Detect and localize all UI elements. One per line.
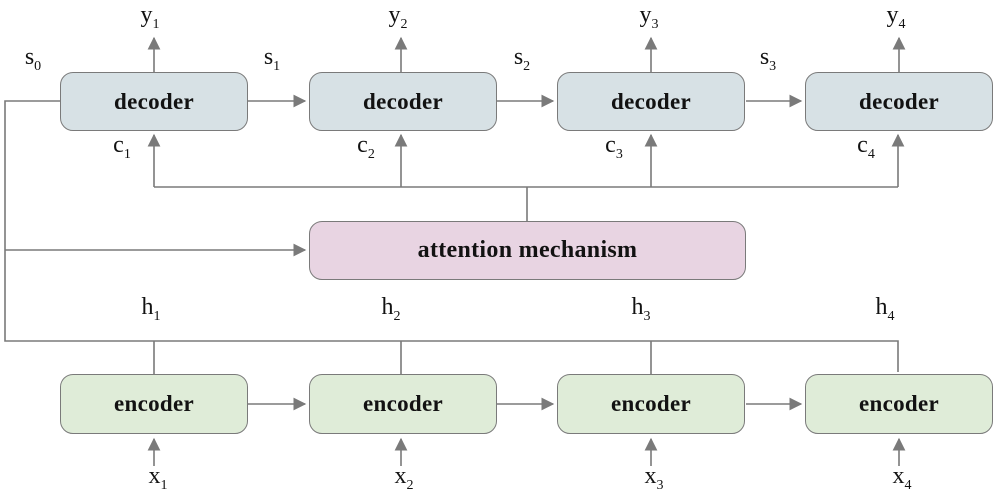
label-h4: h4 bbox=[875, 294, 895, 324]
decoder-box-2: decoder bbox=[309, 72, 497, 131]
label-x3: x3 bbox=[644, 463, 664, 493]
label-s1: s1 bbox=[263, 44, 281, 74]
attention-box-label: attention mechanism bbox=[417, 237, 638, 263]
label-c4: c4 bbox=[857, 132, 875, 162]
label-h1: h1 bbox=[141, 294, 161, 324]
encoder-box-label: encoder bbox=[113, 391, 195, 416]
encoder-box-4: encoder bbox=[805, 374, 993, 434]
decoder-box-1: decoder bbox=[60, 72, 248, 131]
label-y1: y1 bbox=[140, 2, 160, 32]
label-y3: y3 bbox=[639, 2, 659, 32]
label-x1: x1 bbox=[148, 463, 168, 493]
decoder-box-label: decoder bbox=[113, 88, 195, 114]
encoder-box-3: encoder bbox=[557, 374, 745, 434]
attention-mechanism-box: attention mechanism bbox=[309, 221, 746, 280]
decoder-box-4: decoder bbox=[805, 72, 993, 131]
label-c3: c3 bbox=[605, 132, 623, 162]
label-s2: s2 bbox=[513, 44, 531, 74]
decoder-box-3: decoder bbox=[557, 72, 745, 131]
label-h3: h3 bbox=[631, 294, 651, 324]
label-s0: s0 bbox=[24, 44, 42, 74]
encoder-box-label: encoder bbox=[610, 391, 692, 416]
label-s3: s3 bbox=[759, 44, 777, 74]
decoder-box-label: decoder bbox=[610, 88, 692, 114]
label-y4: y4 bbox=[886, 2, 906, 32]
decoder-box-label: decoder bbox=[362, 88, 444, 114]
label-x2: x2 bbox=[394, 463, 414, 493]
encoder-box-label: encoder bbox=[858, 391, 940, 416]
label-c1: c1 bbox=[113, 132, 131, 162]
label-c2: c2 bbox=[357, 132, 375, 162]
encoder-box-label: encoder bbox=[362, 391, 444, 416]
encoder-box-2: encoder bbox=[309, 374, 497, 434]
label-h2: h2 bbox=[381, 294, 401, 324]
encoder-box-1: encoder bbox=[60, 374, 248, 434]
decoder-box-label: decoder bbox=[858, 88, 940, 114]
label-y2: y2 bbox=[388, 2, 408, 32]
label-x4: x4 bbox=[892, 463, 912, 493]
hidden-state-bus-line bbox=[4, 100, 899, 372]
